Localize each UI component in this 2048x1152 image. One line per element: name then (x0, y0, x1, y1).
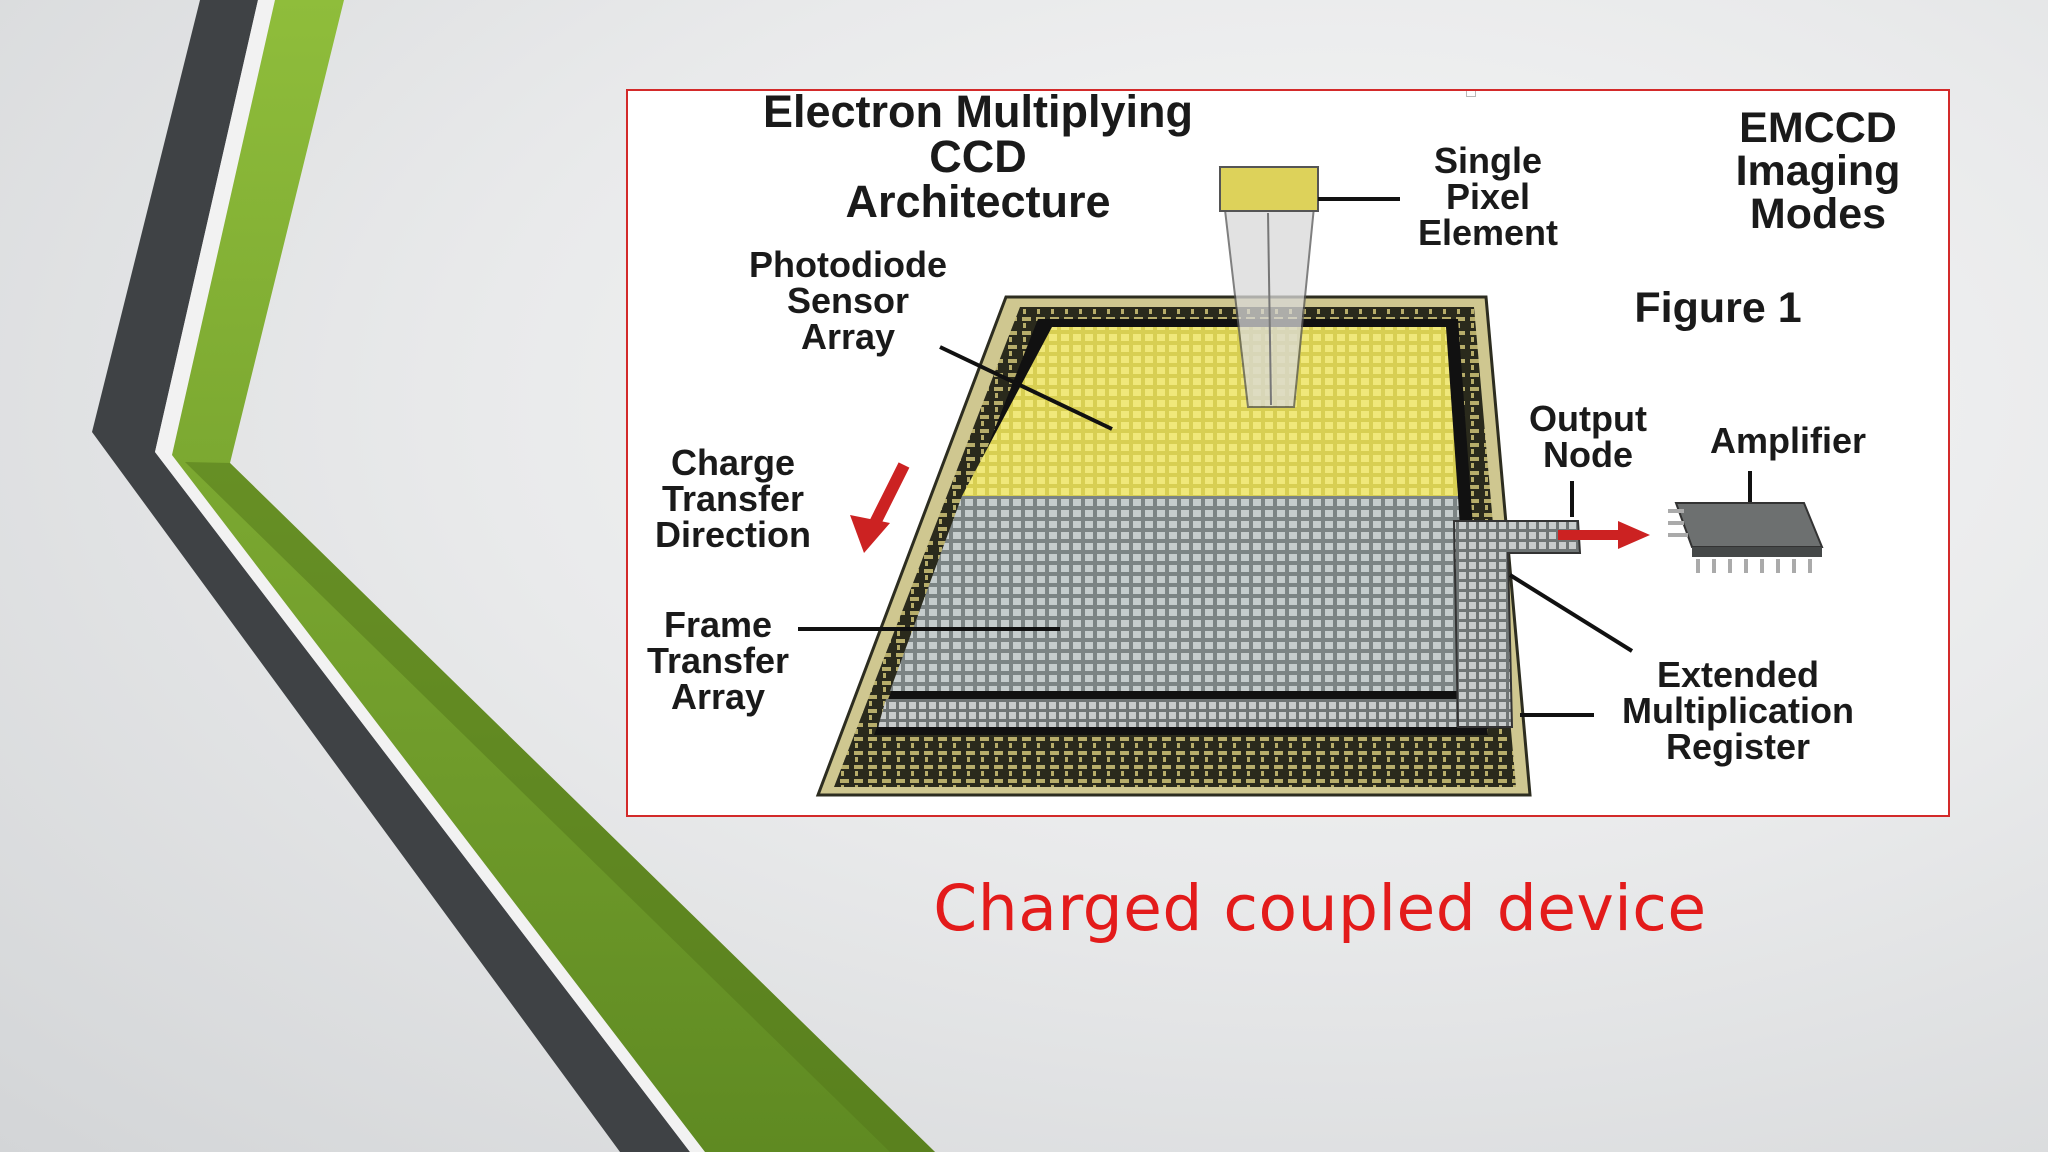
serial-register (878, 699, 1478, 727)
leader-mult-register-a (1508, 573, 1634, 653)
amplifier-chip (1668, 502, 1824, 573)
photodiode-array (962, 327, 1458, 496)
photodiode-label: Photodiode Sensor Array (749, 244, 947, 357)
charge-transfer-arrow (850, 462, 910, 553)
ccd-chip-illustration (798, 166, 1824, 797)
amplifier-label: Amplifier (1709, 420, 1867, 461)
imaging-modes-label: EMCCD Imaging Modes (1735, 104, 1901, 238)
single-pixel-label: Single Pixel Element (1417, 140, 1559, 253)
frame-transfer-array (890, 496, 1470, 691)
output-register-arm (1452, 520, 1582, 728)
green-band-shade (185, 462, 935, 1152)
charge-transfer-label: Charge Transfer Direction (654, 442, 812, 555)
figure-number-label: Figure 1 (1634, 284, 1802, 332)
pixel-top (1219, 166, 1319, 212)
decorative-chevron (92, 0, 935, 1152)
output-node-label: Output Node (1529, 398, 1647, 475)
frame-transfer-label: Frame Transfer Array (646, 604, 790, 717)
figure-title: Electron Multiplying CCD Architecture (762, 89, 1193, 227)
output-arrow (1558, 521, 1650, 549)
multiplication-register-label: Extended Multiplication Register (1622, 654, 1854, 767)
leader-photodiode (939, 345, 1113, 431)
slide-caption: Charged coupled device (933, 872, 1707, 945)
emccd-figure[interactable]: Electron Multiplying CCD Architecture EM… (626, 89, 1950, 817)
dark-gray-band (92, 0, 690, 1152)
resize-handle-top[interactable] (1466, 91, 1476, 97)
